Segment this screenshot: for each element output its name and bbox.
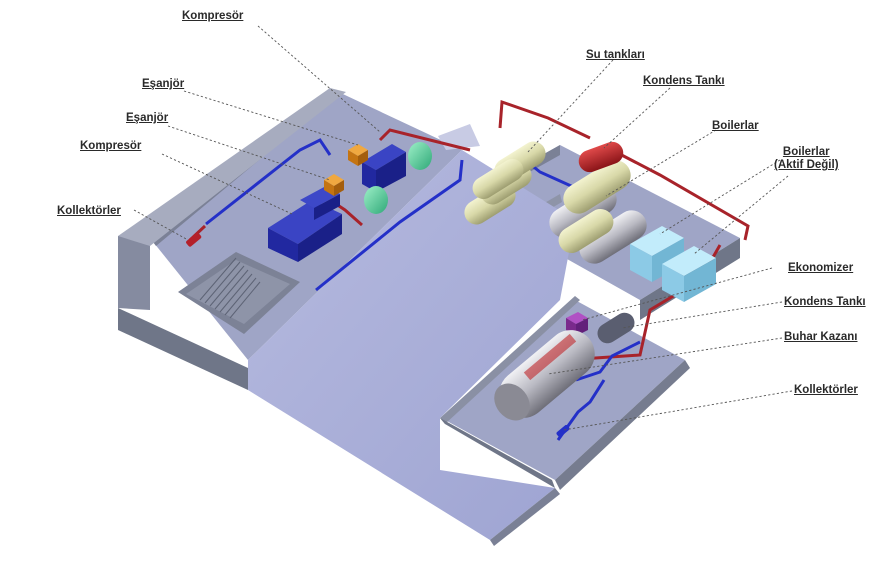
right-lower-left-wall [440, 296, 580, 424]
right-lower-front-wall [440, 418, 555, 488]
label-kollektorler-right: Kollektörler [794, 384, 858, 396]
left-room-top-edge [118, 88, 346, 246]
cold-pipes [205, 138, 641, 441]
label-kollektorler-left: Kollektörler [57, 205, 121, 217]
label-boilerlar-inactive: Boilerlar (Aktif Değil) [774, 146, 839, 172]
green-tank-back [408, 142, 432, 170]
condensate-tank-right [597, 312, 635, 344]
label-kompresor-top: Kompresör [182, 10, 244, 22]
label-kondens-tanki-right: Kondens Tankı [784, 296, 866, 308]
stair-pit-inner [186, 260, 290, 324]
exchanger-front [324, 174, 344, 196]
staircase [199, 257, 261, 319]
economizer [566, 312, 588, 336]
label-esanjor-1: Eşanjör [142, 78, 185, 90]
exchanger-back [348, 144, 368, 166]
water-tanks [464, 141, 546, 225]
corridor-floor [248, 150, 575, 540]
left-room-left-wall [118, 236, 150, 310]
label-kondens-tanki-top: Kondens Tankı [643, 75, 725, 87]
compressor-unit-back [362, 144, 406, 192]
label-esanjor-2: Eşanjör [126, 112, 169, 124]
label-su-tanklari: Su tankları [586, 49, 645, 61]
left-equipment [186, 142, 432, 262]
corridor-front-edge [490, 488, 560, 546]
label-boilerlar-inactive-note: (Aktif Değil) [774, 159, 839, 171]
steam-boiler [494, 330, 595, 421]
green-tank-front [364, 186, 388, 214]
label-boilerlar-inactive-title: Boilerlar [782, 146, 830, 158]
label-boilerlar: Boilerlar [712, 120, 759, 132]
leader-lines [133, 25, 793, 431]
label-buhar-kazani: Buhar Kazanı [784, 331, 858, 343]
left-room-front-wall [118, 308, 248, 390]
compressor-unit-front [268, 186, 342, 262]
collector-left [186, 232, 202, 247]
right-lower-right-wall [555, 360, 690, 490]
label-ekonomizer: Ekonomizer [788, 262, 854, 274]
boilers-inactive [630, 226, 716, 302]
condensate-tank-top [578, 141, 624, 173]
label-kompresor-left: Kompresör [80, 140, 142, 152]
boilers-active [549, 160, 647, 264]
collector-right [556, 425, 570, 437]
